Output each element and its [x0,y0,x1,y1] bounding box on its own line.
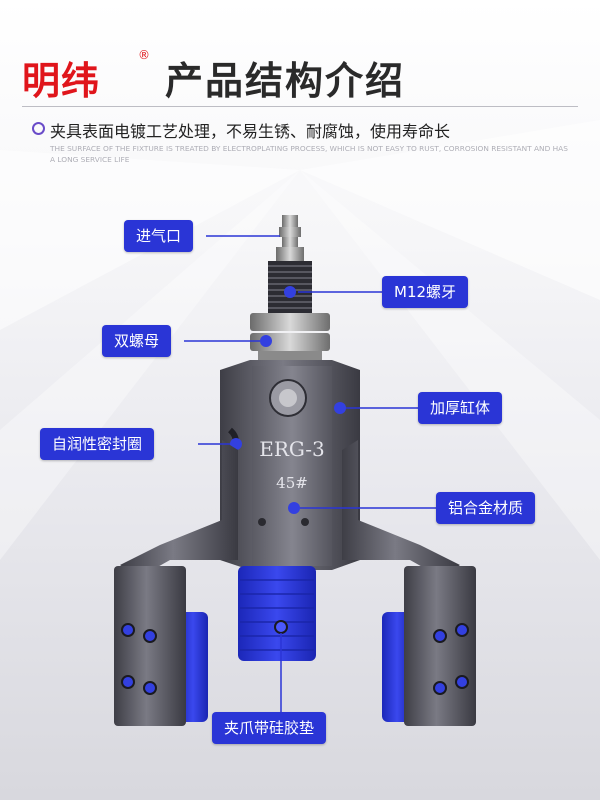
title-divider [22,106,578,107]
jaw-arms [120,440,460,578]
right-finger [382,566,476,726]
intro-text: 夹具表面电镀工艺处理，不易生锈、耐腐蚀，使用寿命长 [50,122,451,141]
bullet-icon [32,122,45,135]
model-engraving: ERG-3 [259,437,325,461]
callout-lines [184,235,436,712]
threaded-stem [268,261,312,313]
air-inlet-fitting [276,215,304,261]
intro-english: THE SURFACE OF THE FIXTURE IS TREATED BY… [50,144,568,164]
cylinder-body [220,360,360,570]
double-nuts [250,313,330,361]
callout-alloy: 铝合金材质 [436,492,536,524]
left-finger [114,566,208,726]
material-engraving: 45# [276,474,308,492]
callout-seal-ring: 自润性密封圈 [40,428,155,460]
center-silicone-pad [238,566,316,661]
callout-silicone-pad: 夹爪带硅胶垫 [212,712,327,744]
callout-double-nut: 双螺母 [102,325,172,357]
registered-mark: ® [138,48,150,62]
callout-thread: M12螺牙 [382,276,469,308]
callout-thick-cylinder: 加厚缸体 [418,392,503,424]
page-title: 产品结构介绍 [165,59,406,103]
callout-air-inlet: 进气口 [124,220,194,252]
brand-name: 明纬 [22,59,101,103]
